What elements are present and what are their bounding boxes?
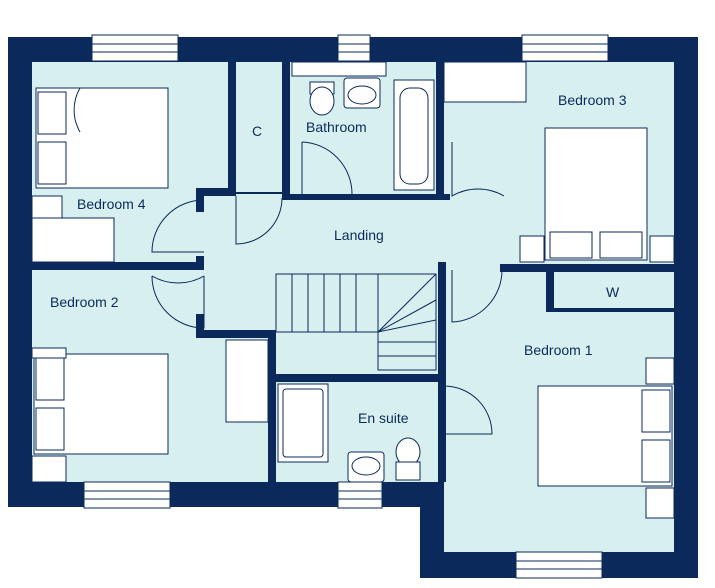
desk-bedroom4	[31, 195, 63, 219]
side-bedroom2-top	[31, 347, 67, 359]
label-bedroom4: Bedroom 4	[77, 196, 146, 212]
wall-wardrobe-bottom	[546, 308, 674, 312]
fixtures	[31, 61, 675, 519]
side-bedroom1-top	[645, 357, 675, 385]
doors	[73, 87, 505, 435]
label-cupboard: C	[252, 123, 262, 139]
label-wardrobe: W	[606, 284, 620, 300]
wall-landing-left-stub	[196, 256, 204, 270]
label-ensuite: En suite	[358, 410, 409, 426]
wall-bed2-right	[268, 332, 276, 482]
side-bedroom1-bottom	[645, 487, 675, 519]
stair-floor	[270, 262, 440, 374]
window-bathroom	[337, 34, 371, 62]
window-bed1	[515, 551, 603, 579]
label-bedroom2: Bedroom 2	[50, 294, 119, 310]
window-bed3	[521, 34, 609, 62]
window-bed2	[83, 481, 171, 509]
wall-bathroom-bottom	[290, 194, 450, 200]
window-ensuite	[337, 481, 383, 509]
wall-ensuite-top	[276, 374, 444, 382]
wall-bed4-bed2	[32, 262, 200, 270]
bench-bedroom4	[31, 217, 115, 263]
cupboard-floor	[236, 62, 282, 192]
wardrobe-bedroom3	[443, 61, 527, 103]
wall-ensuite-right	[438, 262, 446, 482]
wall-bed2-bottom-stub	[196, 314, 204, 338]
side-bedroom3-left	[519, 235, 545, 263]
wall-bed4-bottom-stub	[196, 188, 236, 196]
cupboard-bedroom2	[225, 339, 269, 423]
staircase	[275, 273, 437, 371]
wall-bed2-left-stub	[196, 196, 204, 212]
side-bedroom2-bottom	[31, 455, 67, 483]
windows	[83, 34, 609, 579]
window-bed4	[91, 34, 179, 62]
wall-wardrobe-left	[546, 270, 554, 310]
interior-walls	[32, 62, 674, 507]
toilet-bathroom-bowl	[309, 86, 335, 116]
wall-landing-bottom	[196, 330, 276, 338]
side-bedroom3-right	[649, 235, 675, 263]
label-bedroom1: Bedroom 1	[524, 342, 593, 358]
label-bedroom3: Bedroom 3	[558, 92, 627, 108]
wall-bed3-bottom	[500, 264, 674, 272]
toilet-ensuite-cistern	[395, 461, 421, 481]
wall-bed4-right	[228, 62, 236, 194]
wall-cupboard-right	[282, 62, 290, 200]
label-bathroom: Bathroom	[306, 119, 367, 135]
bathroom-shelf	[291, 61, 387, 77]
bedroom1-entry-floor	[444, 310, 554, 390]
label-landing: Landing	[334, 227, 384, 243]
wall-bath-bed3	[436, 62, 444, 200]
